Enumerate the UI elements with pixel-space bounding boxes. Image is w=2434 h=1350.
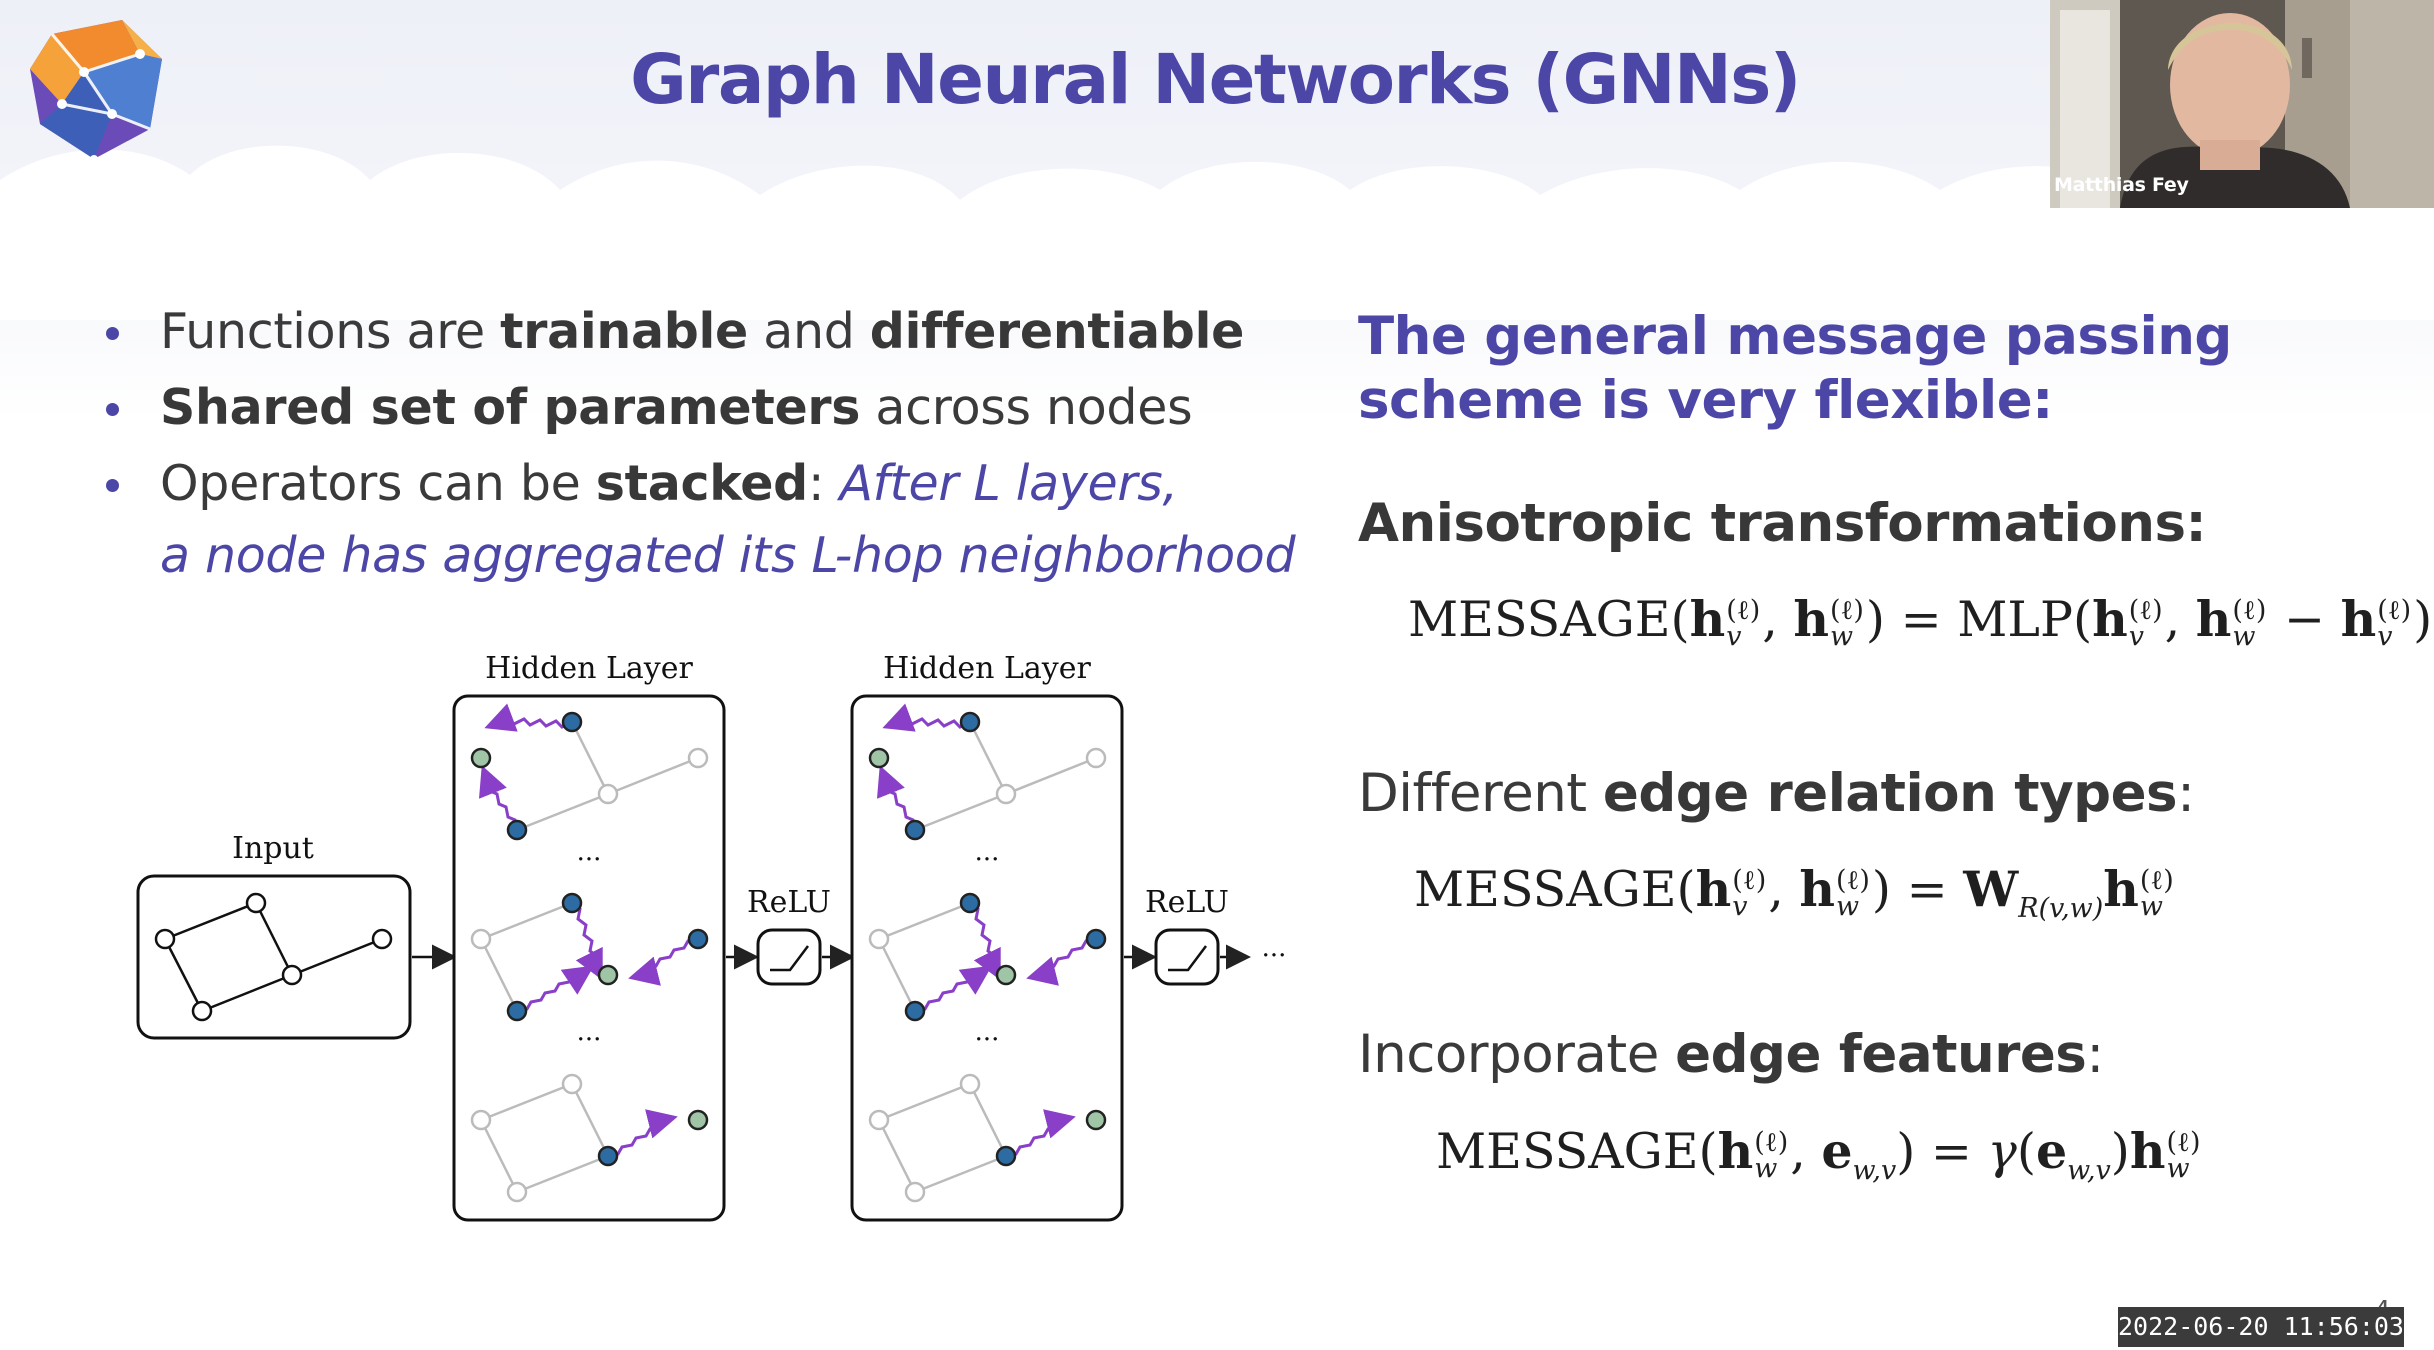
- eq-subscript: R(v,w): [2018, 892, 2104, 924]
- eq-index: (ℓ)w: [1836, 864, 1870, 922]
- relu-label: ReLU: [747, 885, 831, 920]
- section-edge-relation: Different edge relation types:: [1358, 763, 2195, 824]
- hidden-layer-box: [850, 694, 1124, 1222]
- eq-h: h: [1689, 590, 1726, 648]
- section-anisotropic: Anisotropic transformations:: [1358, 493, 2207, 554]
- eq-index: (ℓ)v: [1732, 864, 1767, 922]
- section-text: :: [2086, 1024, 2104, 1085]
- section-bold: edge relation types: [1602, 763, 2178, 824]
- eq-index: (ℓ)w: [1754, 1126, 1789, 1184]
- eq-W: W: [1963, 860, 2019, 918]
- eq-h: h: [1793, 590, 1829, 648]
- participant-name: Matthias Fey: [2054, 174, 2189, 196]
- ellipsis: ···: [577, 1025, 602, 1055]
- section-bold: edge features: [1675, 1024, 2087, 1085]
- bullet-bold: stacked: [595, 455, 808, 512]
- relu-box: [756, 928, 822, 986]
- eq-e: e: [1821, 1122, 1853, 1180]
- slide-title: Graph Neural Networks (GNNs): [630, 40, 1801, 120]
- right-heading-line: scheme is very flexible:: [1358, 370, 2053, 431]
- bullet-text: and: [747, 303, 870, 360]
- hidden-layer-label: Hidden Layer: [485, 651, 693, 686]
- right-heading-line: The general message passing: [1358, 306, 2232, 367]
- cloud-decoration: [0, 145, 2434, 320]
- eq-index: (ℓ)v: [1726, 594, 1761, 652]
- eq-index: (ℓ)v: [2377, 594, 2412, 652]
- bullet-dot: [106, 479, 119, 492]
- bullet-list: Functions are trainable and differentiab…: [100, 300, 1300, 600]
- input-graph-box: [136, 874, 412, 1040]
- hidden-layer-label: Hidden Layer: [883, 651, 1091, 686]
- eq-index: (ℓ)v: [2128, 594, 2163, 652]
- bullet-dot: [106, 403, 119, 416]
- eq-index: (ℓ)w: [2232, 594, 2267, 652]
- bullet-item: Shared set of parameters across nodes: [100, 376, 1300, 440]
- trailing-ellipsis: ···: [1262, 941, 1287, 971]
- eq-index: (ℓ)w: [1830, 594, 1864, 652]
- eq-h: h: [2129, 1122, 2166, 1180]
- bullet-bold: trainable: [500, 303, 748, 360]
- equation-edge-relation: MESSAGE(h(ℓ)v, h(ℓ)w) = WR(v,w)h(ℓ)w: [1414, 860, 2174, 924]
- ellipsis: ···: [577, 845, 602, 875]
- section-text: Incorporate: [1358, 1024, 1676, 1085]
- eq-fn: MESSAGE: [1436, 1123, 1699, 1180]
- input-label: Input: [232, 831, 314, 866]
- bullet-text: across nodes: [860, 379, 1193, 436]
- section-edge-features: Incorporate edge features:: [1358, 1024, 2104, 1085]
- equation-anisotropic: MESSAGE(h(ℓ)v, h(ℓ)w) = MLP(h(ℓ)v, h(ℓ)w…: [1408, 590, 2433, 652]
- pyg-logo-icon: [30, 20, 162, 163]
- bullet-item: Operators can be stacked: After L layers…: [100, 452, 1300, 588]
- eq-h: h: [1799, 860, 1835, 918]
- eq-fn: MESSAGE: [1414, 861, 1677, 918]
- gnn-diagram: Input Hidden Layer ···: [136, 651, 1287, 1222]
- eq-h: h: [2340, 590, 2377, 648]
- eq-index: (ℓ)w: [2139, 864, 2174, 922]
- bullet-bold: differentiable: [869, 303, 1245, 360]
- section-title: Anisotropic transformations:: [1358, 493, 2207, 554]
- right-heading: The general message passing scheme is ve…: [1358, 305, 2258, 433]
- eq-mlp: MLP: [1957, 591, 2073, 648]
- recording-timestamp: 2022-06-20 11:56:03: [2118, 1307, 2404, 1347]
- bullet-bold: Shared set of parameters: [160, 379, 861, 436]
- eq-subscript: w,v: [1852, 1154, 1897, 1186]
- equation-edge-features: MESSAGE(h(ℓ)w, ew,v) = γ(ew,v)h(ℓ)w: [1436, 1122, 2201, 1186]
- bullet-item: Functions are trainable and differentiab…: [100, 300, 1300, 364]
- relu-label: ReLU: [1145, 885, 1229, 920]
- eq-index: (ℓ)w: [2166, 1126, 2201, 1184]
- eq-subscript: w,v: [2067, 1154, 2111, 1186]
- section-text: Different: [1358, 763, 1603, 824]
- hidden-layer-box: [452, 694, 726, 1222]
- section-text: :: [2177, 763, 2195, 824]
- bullet-italic: After L layers,: [839, 455, 1178, 512]
- webcam-scene: [2050, 0, 2434, 208]
- eq-fn: MESSAGE: [1408, 591, 1671, 648]
- bullet-text: Functions are: [160, 303, 501, 360]
- bullet-text: Operators can be: [160, 455, 596, 512]
- bullet-dot: [106, 327, 119, 340]
- relu-box: [1154, 928, 1220, 986]
- eq-h: h: [1695, 860, 1732, 918]
- eq-h: h: [1717, 1122, 1754, 1180]
- eq-gamma: γ: [1987, 1123, 2017, 1180]
- hidden-layer-graphs: ··· ···: [470, 703, 709, 1203]
- bullet-text: :: [807, 455, 840, 512]
- eq-h: h: [2092, 590, 2128, 648]
- eq-h: h: [2103, 860, 2139, 918]
- bullet-italic: a node has aggregated its L-hop neighbor…: [160, 527, 1296, 584]
- eq-h: h: [2195, 590, 2232, 648]
- eq-e: e: [2035, 1122, 2068, 1180]
- webcam-video: [2050, 0, 2434, 208]
